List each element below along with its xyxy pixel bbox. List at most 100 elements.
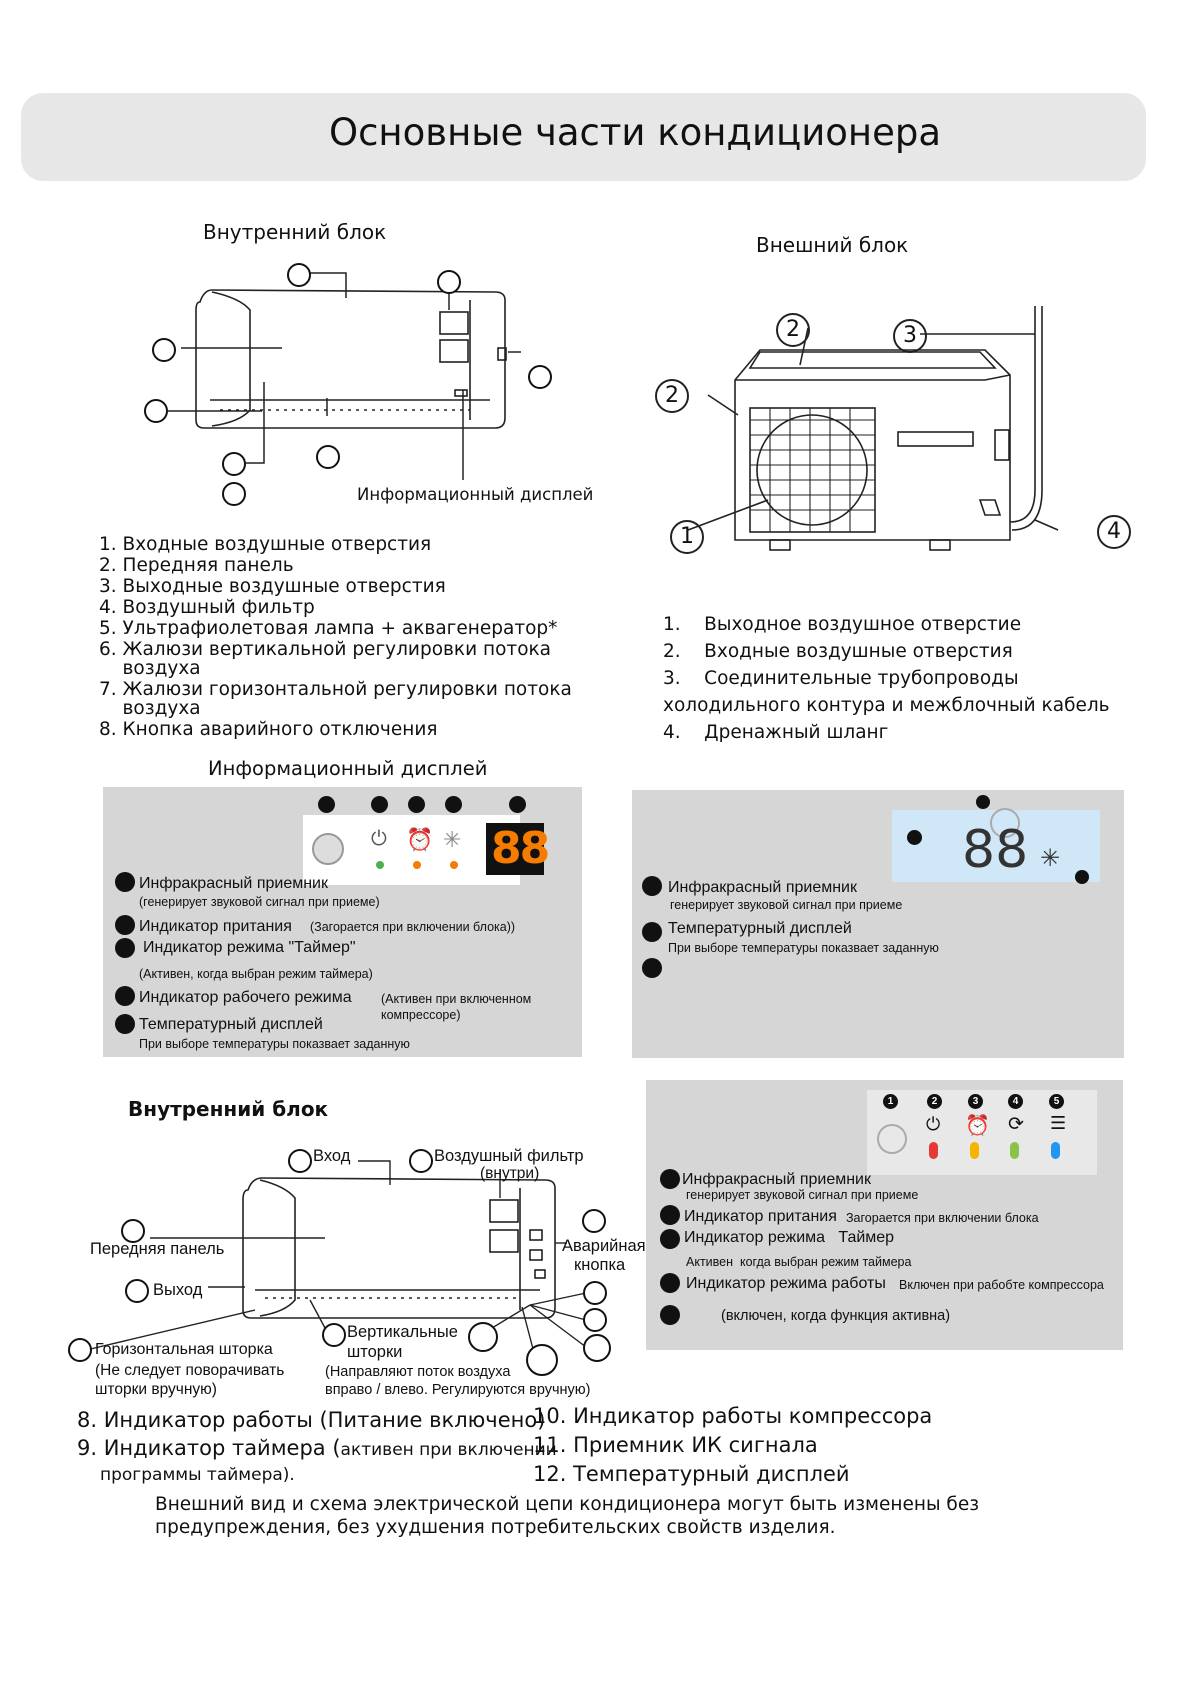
refresh-icon: ⟳ (1008, 1114, 1024, 1135)
display-panel-1: ⏻ ⏰ ✳ 88 Инфракрасный приемник (генериру… (103, 787, 582, 1057)
list-item: воздуха (99, 698, 201, 719)
list-item-9-a: 9. Индикатор таймера ( (77, 1436, 341, 1460)
label-ir: Инфракрасный приемник (682, 1171, 871, 1188)
callout-dot (660, 1273, 680, 1293)
label-front-panel: Передняя панель (90, 1240, 225, 1258)
label-ir: Инфракрасный приемник (139, 875, 328, 892)
callout-ring (288, 1149, 312, 1173)
indoor-unit-drawing (168, 272, 521, 480)
sun-icon: ✳ (443, 827, 462, 852)
info-display-callout: Информационный дисплей (357, 485, 594, 504)
list-item-9-b: активен при включении (340, 1440, 557, 1460)
ir-receiver (990, 808, 1020, 838)
callout-ring (121, 1219, 145, 1243)
label-timer: Индикатор режима Таймер (684, 1229, 895, 1246)
label-vertical-2: шторки (347, 1343, 403, 1361)
list-item: 2. Входные воздушные отверстия (663, 641, 1013, 662)
callout-dot (408, 796, 425, 813)
label-mode-note2: компрессоре) (381, 1008, 461, 1022)
callout-ring (437, 270, 461, 294)
callout-dot (642, 876, 662, 896)
ir-receiver (312, 833, 344, 865)
number-badge: 4 (1008, 1094, 1023, 1109)
callout-dot (642, 958, 662, 978)
display-panel-3: 1 2 3 4 5 ⏻ ⏰ ⟳ ☰ Инфракрасный приемник … (646, 1080, 1123, 1350)
led-indicator (929, 1142, 938, 1159)
list-item-12: 12. Температурный дисплей (533, 1462, 850, 1486)
led-indicator (1010, 1142, 1019, 1159)
callout-ring (468, 1322, 498, 1352)
callout-ring (583, 1281, 607, 1305)
label-mode-note: Включен при рабобте компрессора (899, 1278, 1104, 1292)
number-badge: 3 (968, 1094, 983, 1109)
callout-dot (509, 796, 526, 813)
callout-ring (322, 1323, 346, 1347)
segment-display: 88 (486, 823, 550, 875)
alarm-clock-icon: ⏰ (965, 1115, 990, 1137)
label-vertical-4: вправо / влево. Регулируются вручную) (325, 1382, 591, 1398)
list-item-9-c: программы таймера). (100, 1465, 295, 1485)
indoor-label: Внутренний блок (203, 220, 387, 244)
label-horizontal-3: шторки вручную) (95, 1381, 217, 1398)
callout-dot (660, 1205, 680, 1225)
callout-ring (528, 365, 552, 389)
footer-note-1: Внешний вид и схема электрической цепи к… (155, 1494, 980, 1515)
label-mode-note: (Активен при включенном (381, 992, 532, 1006)
number-badge: 5 (1049, 1094, 1064, 1109)
callout-ring (152, 338, 176, 362)
led-indicator (1051, 1142, 1060, 1159)
list-item-8: 8. Индикатор работы (Питание включено) (77, 1408, 546, 1432)
list-item: 6. Жалюзи вертикальной регулировки поток… (99, 639, 552, 660)
list-item: 4. Дренажный шланг (663, 722, 889, 743)
callout-ring (582, 1209, 606, 1233)
list-item: 4. Воздушный фильтр (99, 597, 315, 618)
indoor2-heading: Внутренний блок (128, 1097, 329, 1121)
label-function-note: (включен, когда функция активна) (721, 1308, 951, 1324)
number-badge: 2 (927, 1094, 942, 1109)
list-item: холодильного контура и межблочный кабель (663, 695, 1110, 716)
callout-ring (144, 399, 168, 423)
label-ir-sub: генерирует звуковой сигнал при приеме (670, 898, 903, 912)
label-temp-sub: При выборе температуры показвает заданну… (139, 1037, 410, 1051)
label-horizontal: Горизонтальная шторка (95, 1341, 273, 1358)
callout-dot (907, 830, 922, 845)
label-timer: Индикатор режима "Таймер" (143, 939, 356, 956)
label-vertical-3: (Направляют поток воздуха (325, 1364, 511, 1380)
label-vhod: Вход (313, 1147, 351, 1165)
indoor-unit-drawing-2 (81, 1160, 587, 1369)
callout-ring (409, 1149, 433, 1173)
power-icon: ⏻ (926, 1114, 941, 1134)
wifi-icon: ☰ (1050, 1113, 1067, 1133)
list-item: 8. Кнопка аварийного отключения (99, 719, 438, 740)
list-item-11: 11. Приемник ИК сигнала (533, 1433, 818, 1457)
led-orange (450, 861, 458, 869)
outdoor-parts-list: 1. Выходное воздушное отверстие 2. Входн… (663, 611, 1110, 746)
alarm-clock-icon: ⏰ (406, 827, 434, 852)
label-horizontal-2: (Не следует поворачивать (95, 1362, 285, 1379)
callout-dot (1075, 870, 1089, 884)
callout-dot (660, 1305, 680, 1325)
callout-dot (976, 795, 990, 809)
callout-dot (642, 922, 662, 942)
callout-dot (660, 1229, 680, 1249)
led-orange (413, 861, 421, 869)
list-item: 2. Передняя панель (99, 555, 294, 576)
list-item-9: 9. Индикатор таймера (активен при включе… (77, 1436, 557, 1460)
label-emergency: Аварийная (562, 1237, 646, 1255)
label-power: Индикатор притания (139, 918, 292, 935)
list-item: воздуха (99, 658, 201, 679)
callout-dot (445, 796, 462, 813)
callout-dot (115, 1014, 135, 1034)
list-item: 3. Соединительные трубопроводы (663, 668, 1019, 689)
label-ir-sub: (генерирует звуковой сигнал при приеме) (139, 895, 380, 909)
label-mode: Индикатор рабочего режима (139, 989, 352, 1006)
label-vertical: Вертикальные (347, 1323, 458, 1341)
callout-ring (583, 1334, 611, 1362)
number-badge: 1 (883, 1094, 898, 1109)
outdoor-callout: 4 (1097, 515, 1131, 549)
label-timer-sub: (Активен, когда выбран режим таймера) (139, 967, 373, 981)
label-ir: Инфракрасный приемник (668, 879, 857, 896)
label-timer-sub: Активен когда выбран режим таймера (686, 1255, 912, 1269)
label-vyhod: Выход (153, 1281, 203, 1299)
callout-dot (115, 915, 135, 935)
